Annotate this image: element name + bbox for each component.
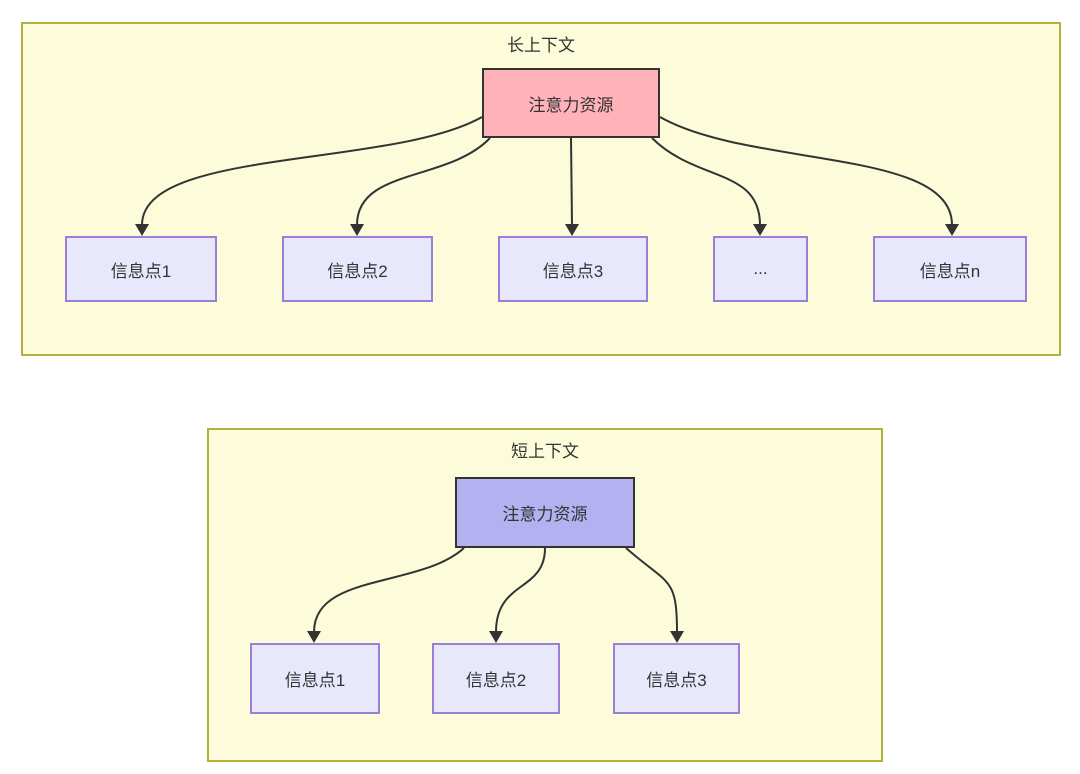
- short-info-node-3: 信息点3: [613, 643, 740, 714]
- short-info-node-1: 信息点1: [250, 643, 380, 714]
- long-info-node-1: 信息点1: [65, 236, 217, 302]
- long-info-node-2: 信息点2: [282, 236, 433, 302]
- long-context-title: 长上下文: [507, 36, 575, 55]
- short-info-node-2: 信息点2: [432, 643, 560, 714]
- short-context-title: 短上下文: [511, 442, 579, 461]
- long-info-node-ellipsis: ...: [713, 236, 808, 302]
- long-attention-node: 注意力资源: [482, 68, 660, 138]
- long-info-node-3: 信息点3: [498, 236, 648, 302]
- long-info-node-n: 信息点n: [873, 236, 1027, 302]
- short-attention-node: 注意力资源: [455, 477, 635, 548]
